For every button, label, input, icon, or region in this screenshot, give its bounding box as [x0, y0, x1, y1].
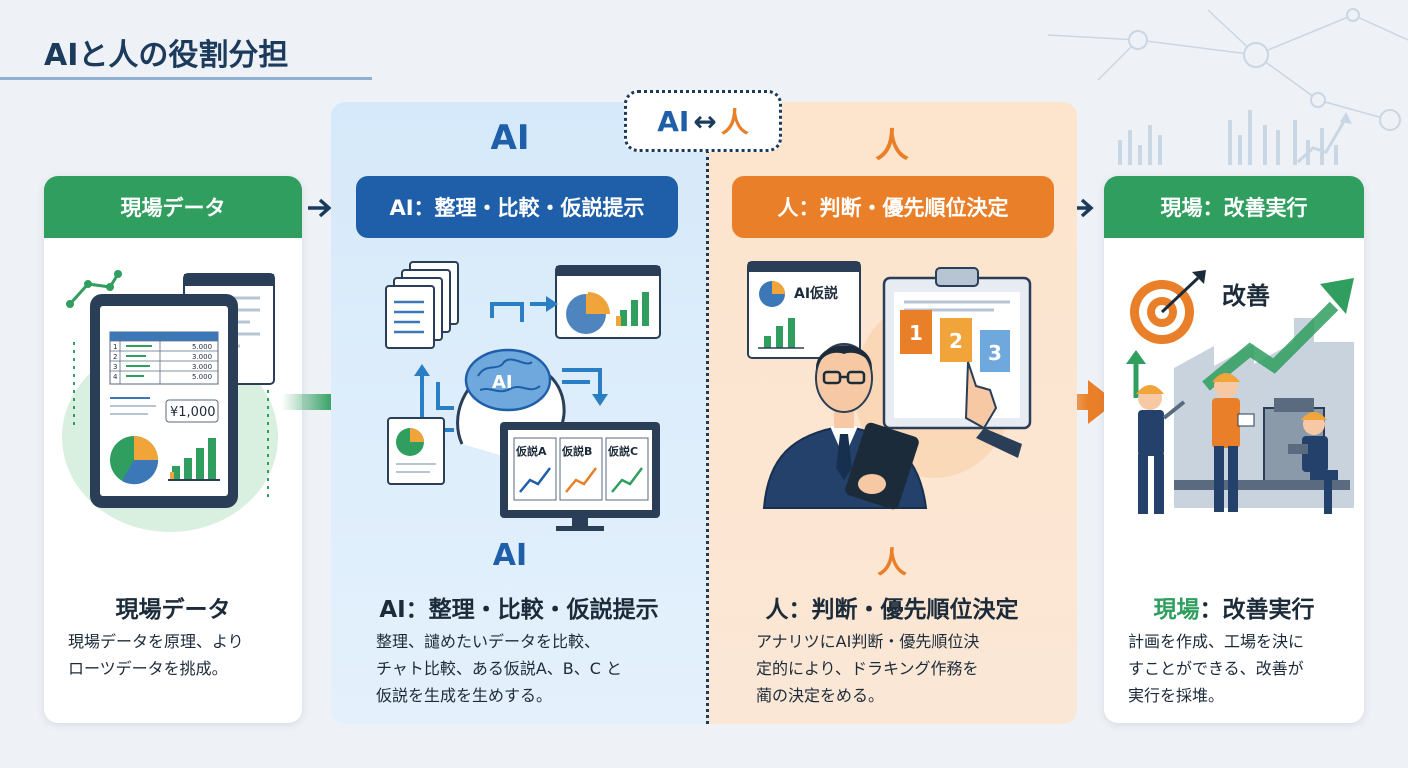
- ai-sub-title: AI: [492, 538, 528, 573]
- table-row: 1: [113, 343, 117, 351]
- tablet-illustration: 1 2 3 4 5.000 3.000 3.000 5.000 ¥1,000: [62, 270, 278, 532]
- field-data-description: 現場データを原理、より ローツデータを挑成。: [68, 628, 298, 682]
- description-line: ローツデータを挑成。: [68, 659, 228, 678]
- badge-human: 人: [720, 106, 749, 139]
- improvement-label: 改善: [1222, 282, 1270, 310]
- priority-2: 2: [949, 329, 963, 353]
- human-role-caption: 人：判断・優先順位決定: [765, 597, 1019, 623]
- description-line: チャト比較、ある仮説A、B、C と: [376, 659, 623, 678]
- human-section-title: 人: [875, 126, 909, 166]
- flow-arrow-icon: [308, 198, 332, 218]
- caption-improvement: ：改善実行: [1199, 597, 1315, 623]
- title-underline: [0, 77, 372, 80]
- description-line: 定的により、ドラキング作務を: [756, 659, 979, 678]
- ai-section-title: AI: [490, 118, 530, 158]
- field-improvement-description: 計画を作成、工場を決に すことができる、改善が 実行を採堆。: [1128, 628, 1358, 709]
- description-line: アナリツにAI判断・優先順位決: [756, 632, 980, 651]
- table-row: 4: [113, 373, 118, 381]
- description-line: すことができる、改善が: [1128, 659, 1304, 678]
- priority-3: 3: [988, 341, 1002, 365]
- ai-role-description: 整理、譴めたいデータを比較、 チャト比較、ある仮説A、B、C と 仮説を生成を生…: [376, 628, 696, 709]
- ai-brain-illustration: AI 仮説A 仮説B 仮説C: [385, 261, 661, 531]
- table-cell: 5.000: [192, 343, 212, 351]
- ai-hypothesis-card-label: AI仮説: [794, 285, 838, 302]
- hypothesis-a-label: 仮説A: [515, 444, 547, 458]
- priority-1: 1: [909, 321, 923, 345]
- ai-human-badge: AI ↔ 人: [624, 90, 782, 152]
- human-role-header: 人：判断・優先順位決定: [732, 176, 1054, 238]
- description-line: 現場データを原理、より: [68, 632, 244, 651]
- field-data-caption: 現場データ: [115, 597, 231, 623]
- description-line: 仮説を生成を生めする。: [376, 686, 553, 705]
- hypothesis-c-label: 仮説C: [607, 444, 638, 458]
- price-value: ¥1,000: [170, 405, 216, 420]
- page-title: AIと人の役割分担: [44, 38, 289, 73]
- analyst-illustration: AI仮説 1 2 3: [747, 261, 1032, 510]
- human-sub-title: 人: [877, 546, 907, 581]
- badge-arrow: ↔: [693, 104, 717, 138]
- ai-role-header: AI：整理・比較・仮説提示: [356, 176, 678, 238]
- field-improvement-caption: 現場：改善実行: [1104, 590, 1364, 624]
- hypothesis-b-label: 仮説B: [561, 444, 592, 458]
- description-line: 実行を採堆。: [1128, 686, 1225, 705]
- network-decoration: [1047, 8, 1408, 165]
- brain-label: AI: [492, 372, 513, 393]
- table-cell: 3.000: [192, 353, 212, 361]
- caption-field: 現場: [1153, 597, 1200, 623]
- description-line: 計画を作成、工場を決に: [1128, 632, 1305, 651]
- ai-role-caption: AI：整理・比較・仮説提示: [379, 597, 659, 623]
- factory-improvement-illustration: 改善: [1126, 270, 1354, 514]
- table-row: 3: [113, 363, 117, 371]
- panel-divider: [706, 150, 709, 724]
- description-line: 蔺の決定をめる。: [756, 686, 885, 705]
- human-role-description: アナリツにAI判断・優先順位決 定的により、ドラキング作務を 蔺の決定をめる。: [756, 628, 1066, 709]
- field-improvement-header: 現場：改善実行: [1104, 176, 1364, 238]
- field-data-header: 現場データ: [44, 176, 302, 238]
- table-row: 2: [113, 353, 117, 361]
- badge-ai: AI: [657, 104, 690, 138]
- table-cell: 5.000: [192, 373, 212, 381]
- description-line: 整理、譴めたいデータを比較、: [376, 632, 601, 651]
- table-cell: 3.000: [192, 363, 212, 371]
